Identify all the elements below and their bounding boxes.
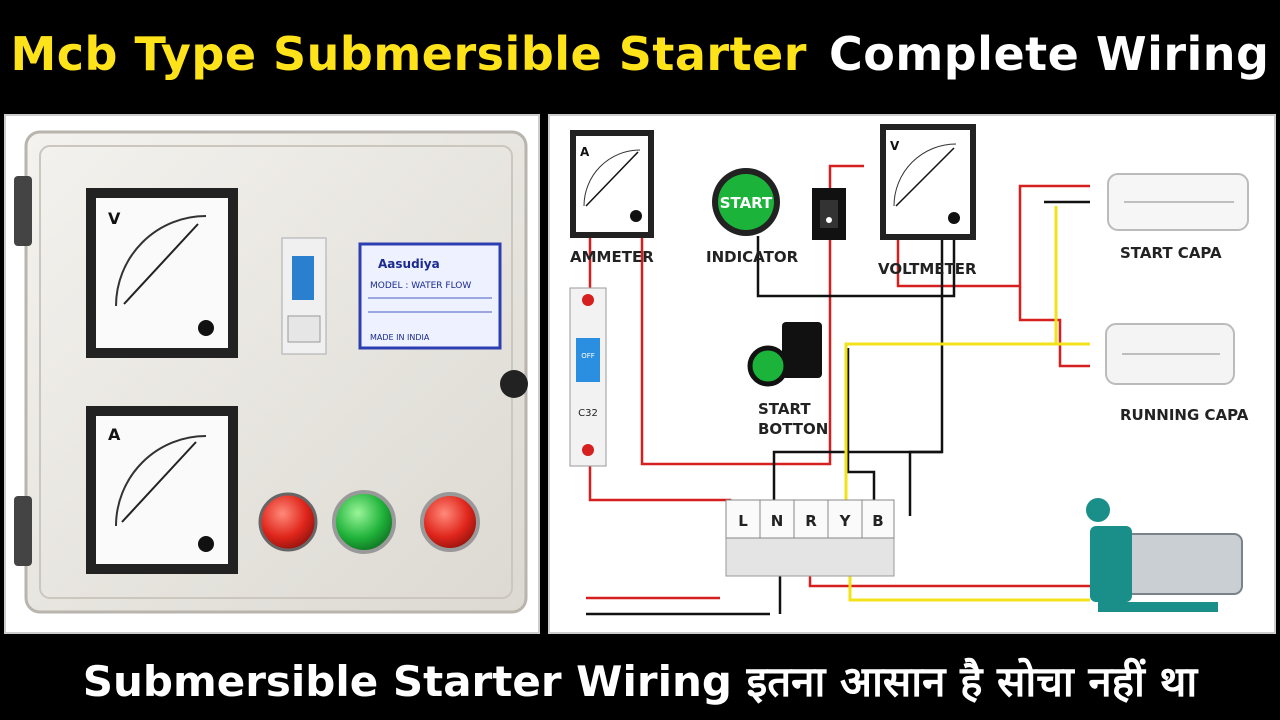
running-capacitor: [1105, 323, 1235, 385]
wiring-diagram-panel: A AMMETER START INDICATOR V VOLTMETER: [548, 114, 1276, 634]
terminal-r: R: [805, 512, 817, 530]
start-button: [747, 322, 822, 387]
running-capa-label: RUNNING CAPA: [1120, 406, 1249, 424]
start-indicator: START: [712, 168, 780, 236]
voltmeter-box: V: [86, 188, 238, 358]
start-button-label-2: BOTTON: [758, 420, 828, 438]
red-lamp-left: [258, 492, 318, 552]
label-plate: Aasudiya MODEL : WATER FLOW MADE IN INDI…: [358, 242, 502, 350]
start-capa-label: START CAPA: [1120, 244, 1222, 262]
rocker-switch: [812, 188, 846, 240]
ammeter-box: A: [86, 406, 238, 574]
mcb-breaker: [281, 237, 327, 355]
title-bar: Mcb Type Submersible Starter Complete Wi…: [0, 0, 1280, 108]
starter-box-panel: V A Aasudiya MODEL : WATER FLOW MADE IN …: [4, 114, 540, 634]
ammeter: A: [570, 130, 654, 238]
terminal-block: L N R Y B: [725, 499, 895, 577]
ammeter-symbol: A: [580, 145, 590, 159]
terminal-cells: [725, 499, 895, 539]
voltmeter-symbol: V: [890, 139, 900, 153]
voltmeter-symbol: V: [108, 209, 121, 228]
caption-text: Submersible Starter Wiring इतना आसान है …: [82, 656, 1198, 706]
terminal-n: N: [771, 512, 784, 530]
caption-bar: Submersible Starter Wiring इतना आसान है …: [0, 640, 1280, 720]
terminal-l: L: [738, 512, 748, 530]
green-lamp: [332, 490, 396, 554]
hinge-bottom: [14, 496, 32, 566]
label-made: MADE IN INDIA: [370, 333, 430, 342]
label-model: MODEL : WATER FLOW: [370, 281, 471, 291]
start-capacitor: [1107, 173, 1249, 231]
red-lamp-right: [420, 492, 480, 552]
ammeter-symbol: A: [108, 425, 121, 444]
lock-icon: [500, 370, 528, 398]
mcb: OFF C32: [569, 287, 607, 467]
mcb-rating: C32: [578, 408, 598, 419]
voltmeter: V: [880, 124, 976, 240]
title-rest: Complete Wiring: [828, 27, 1270, 81]
wiring-diagram: A AMMETER START INDICATOR V VOLTMETER: [569, 124, 1249, 616]
pump-motor: [1086, 498, 1243, 612]
ammeter-label: AMMETER: [570, 248, 654, 266]
terminal-b: B: [872, 512, 883, 530]
indicator-text: START: [720, 194, 773, 212]
terminal-y: Y: [839, 512, 852, 530]
mcb-off-text: OFF: [581, 352, 595, 360]
label-brand: Aasudiya: [378, 257, 440, 271]
starter-box-illustration: V A Aasudiya MODEL : WATER FLOW MADE IN …: [14, 130, 528, 614]
title-highlight: Mcb Type Submersible Starter: [10, 27, 807, 81]
voltmeter-label: VOLTMETER: [878, 260, 977, 278]
indicator-label: INDICATOR: [706, 248, 799, 266]
hinge-top: [14, 176, 32, 246]
start-button-label-1: START: [758, 400, 811, 418]
